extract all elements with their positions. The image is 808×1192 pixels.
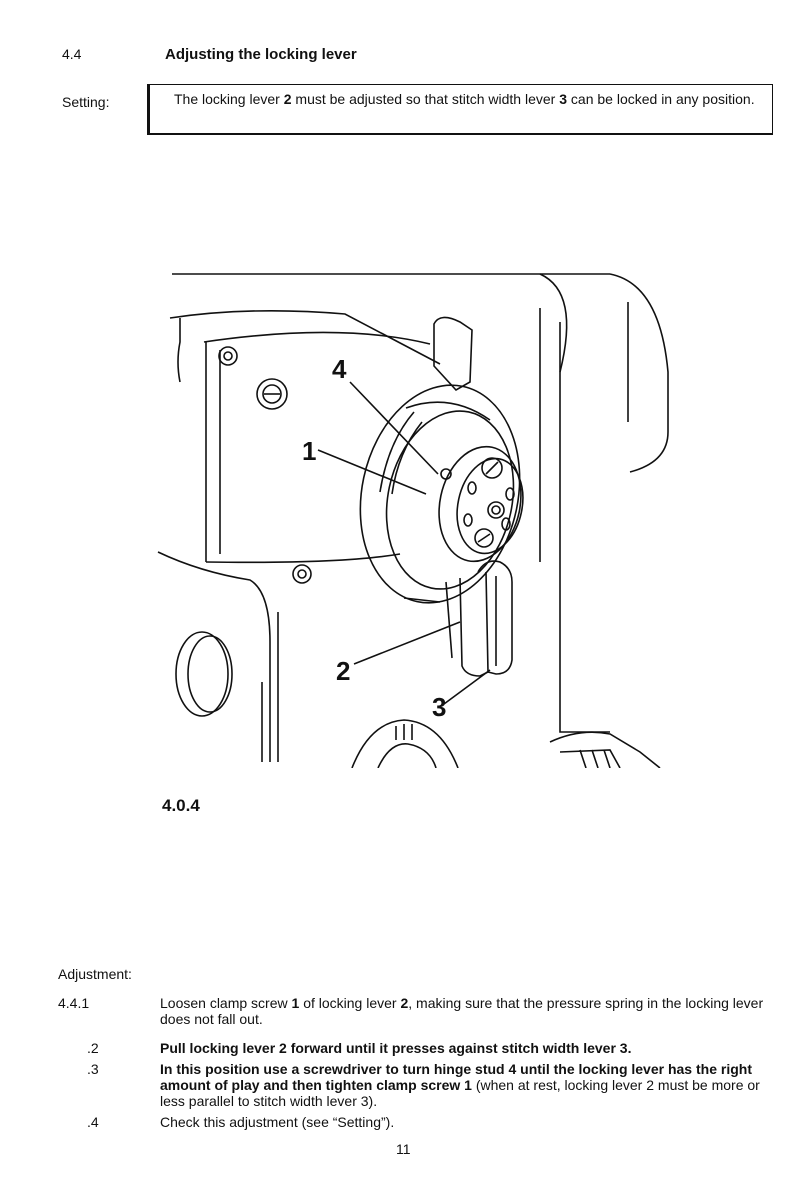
callout-1: 1 bbox=[302, 436, 316, 466]
step-number: 4.4.1 bbox=[58, 995, 90, 1011]
callout-4: 4 bbox=[332, 354, 347, 384]
step-number: .2 bbox=[87, 1040, 99, 1056]
adjustment-label: Adjustment: bbox=[58, 966, 132, 982]
step-text: Loosen clamp screw 1 of locking lever 2,… bbox=[160, 995, 764, 1027]
callout-2: 2 bbox=[336, 656, 350, 686]
step-text: Check this adjustment (see “Setting”). bbox=[160, 1114, 395, 1130]
setting-text: The locking lever 2 must be adjusted so … bbox=[174, 91, 755, 107]
step-number: .3 bbox=[87, 1061, 99, 1077]
step-number: .4 bbox=[87, 1114, 99, 1130]
step-text: Pull locking lever 2 forward until it pr… bbox=[160, 1040, 632, 1056]
setting-label: Setting: bbox=[62, 94, 110, 110]
setting-box: The locking lever 2 must be adjusted so … bbox=[147, 84, 773, 135]
page-number: 11 bbox=[396, 1141, 411, 1157]
callout-3: 3 bbox=[432, 692, 446, 722]
step-text: In this position use a screwdriver to tu… bbox=[160, 1061, 760, 1109]
section-number: 4.4 bbox=[62, 46, 82, 62]
section-title: Adjusting the locking lever bbox=[165, 46, 357, 63]
locking-lever-illustration: 4 1 2 3 bbox=[157, 273, 669, 768]
figure-caption: 4.0.4 bbox=[162, 796, 200, 815]
